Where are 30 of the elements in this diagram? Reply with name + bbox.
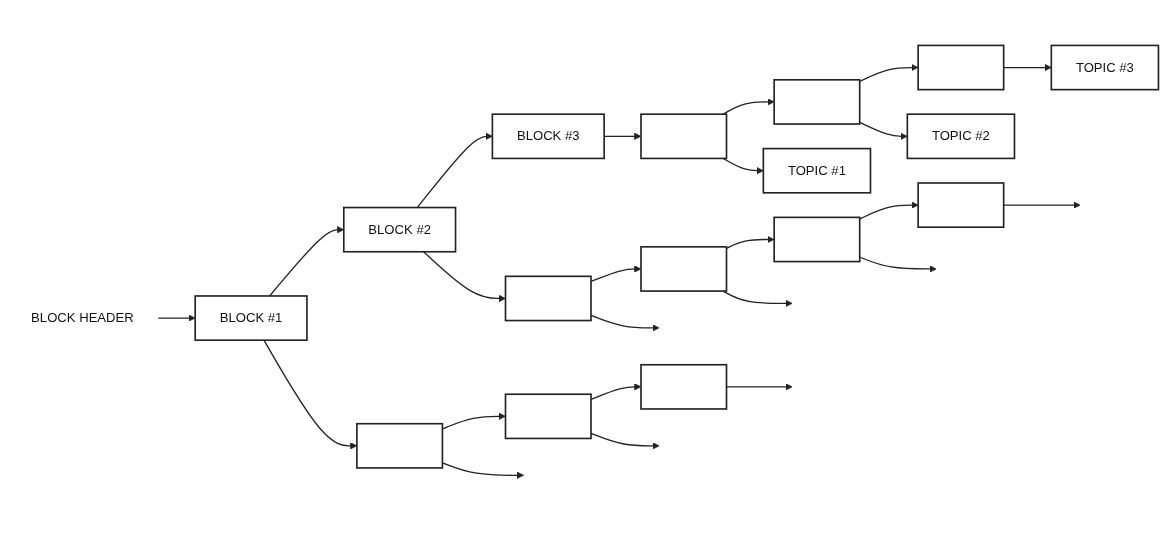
arrow (1003, 63, 1052, 72)
arrow (722, 98, 775, 115)
arrow (157, 314, 196, 322)
node-box: TOPIC #1 (762, 147, 872, 194)
node-box (773, 216, 861, 263)
node-box (356, 422, 444, 469)
node-box (640, 246, 728, 292)
node-box (504, 393, 592, 440)
node-box (773, 79, 861, 125)
node-box (917, 44, 1005, 91)
arrow (859, 201, 919, 220)
arrow (422, 251, 506, 303)
node-box (640, 363, 728, 410)
node-box: BLOCK #2 (342, 206, 457, 253)
node-box: TOPIC #2 (906, 113, 1016, 160)
node-box: BLOCK #3 (491, 113, 605, 160)
arrow (725, 235, 775, 249)
arrow (416, 132, 493, 209)
arrow (722, 157, 764, 175)
arrow (859, 256, 937, 273)
arrow (1003, 201, 1081, 209)
node-box: TOPIC #3 (1050, 44, 1160, 91)
arrow (859, 121, 908, 140)
arrow (722, 290, 793, 307)
node-box: BLOCK #1 (194, 295, 308, 341)
node-box (917, 182, 1005, 228)
arrow (859, 63, 919, 83)
node-text: BLOCK HEADER (31, 310, 134, 325)
node-box (640, 113, 728, 160)
node-box (504, 275, 592, 322)
